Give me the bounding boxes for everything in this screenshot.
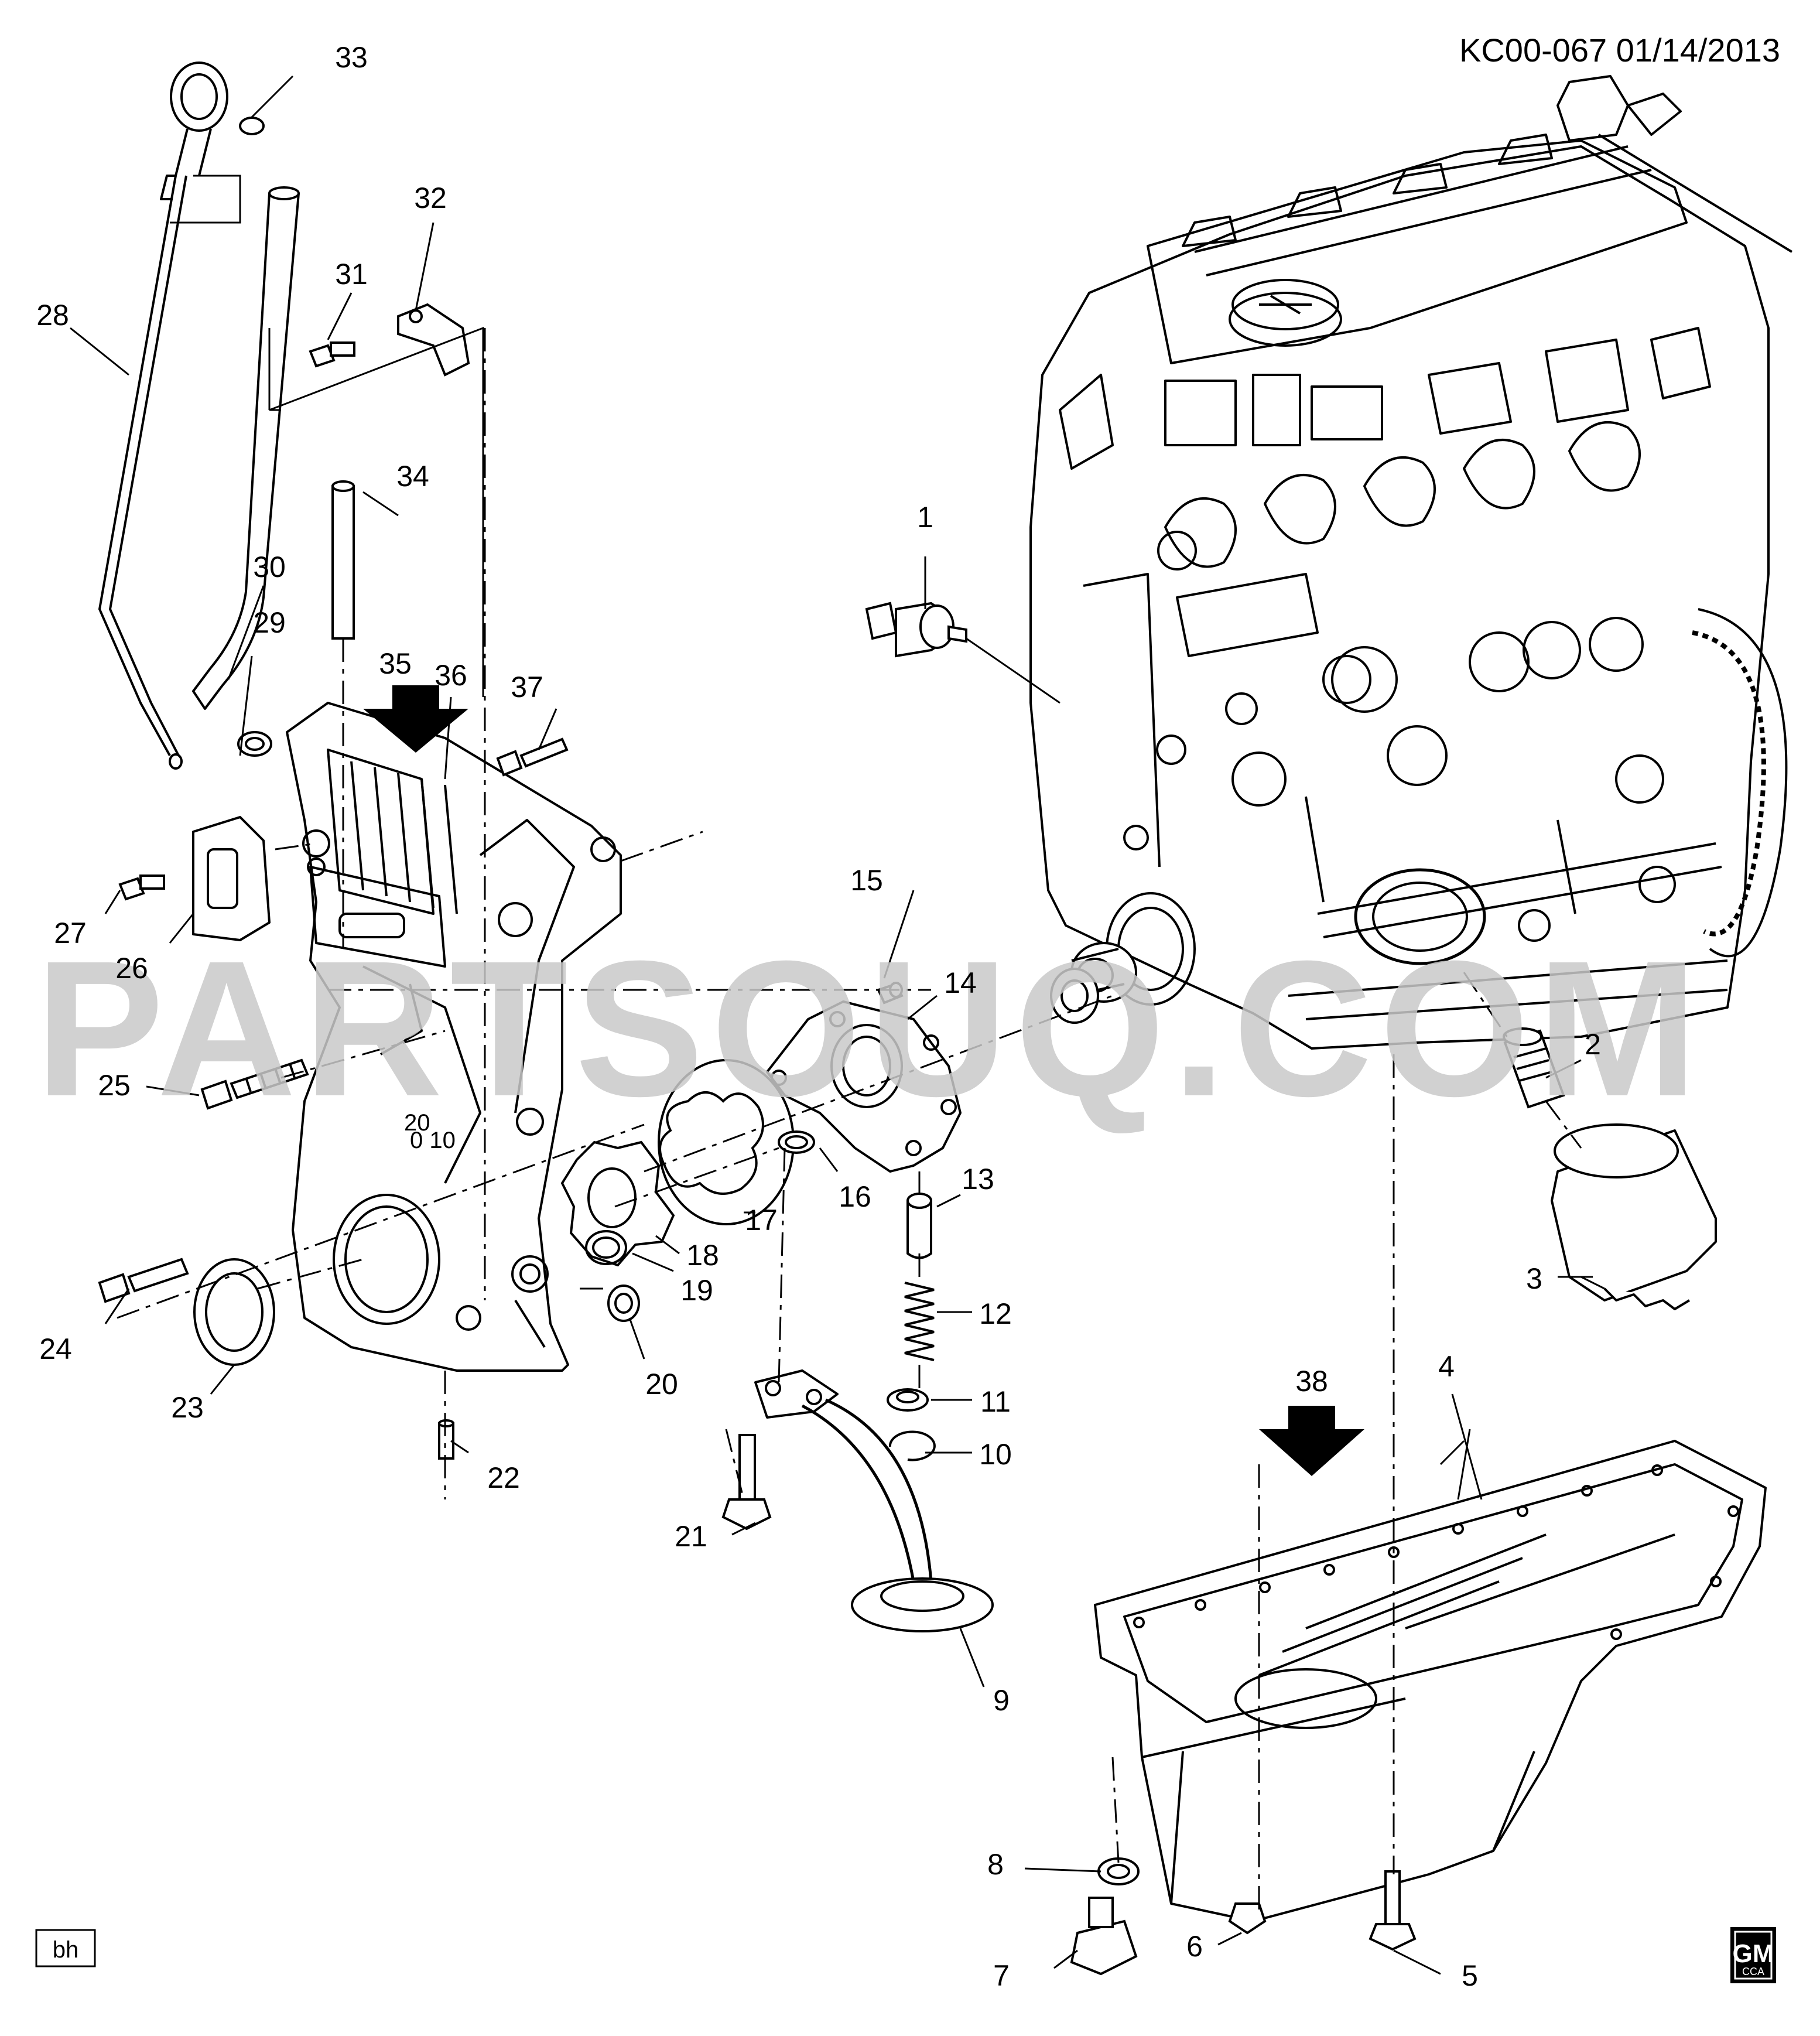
callout-10: 10 (979, 1438, 1012, 1471)
callout-9: 9 (993, 1684, 1010, 1717)
callout-37: 37 (511, 671, 543, 703)
gm-logo-brand: GM (1733, 1939, 1774, 1968)
bolt-31 (310, 343, 354, 366)
callout-8: 8 (987, 1848, 1004, 1881)
seal-ring-19 (586, 1231, 626, 1264)
artist-mark: bh (53, 1937, 79, 1963)
diagram-code-date: KC00-067 01/14/2013 (1459, 32, 1780, 69)
bolt-27 (120, 876, 164, 899)
crankshaft-front-seal (194, 1259, 274, 1365)
stud-34 (333, 481, 354, 638)
tube-bracket-32 (398, 305, 468, 375)
callout-34: 34 (396, 460, 429, 493)
drain-plug-7 (1072, 1898, 1136, 1974)
callout-38: 38 (1295, 1365, 1328, 1398)
engine-block-assembly (1031, 76, 1792, 1048)
oil-pan (1095, 1441, 1766, 1921)
callout-30: 30 (253, 551, 286, 583)
oil-pickup-tube (755, 1371, 993, 1631)
oil-pan-bolt-5 (1370, 1871, 1415, 1949)
callout-22: 22 (487, 1461, 520, 1494)
o-ring-29 (238, 732, 271, 756)
callout-16: 16 (839, 1180, 871, 1213)
front-cover: 20 0 10 (287, 703, 621, 1371)
callout-23: 23 (171, 1391, 204, 1424)
direction-arrow-35 (363, 685, 468, 753)
callout-4: 4 (1438, 1350, 1455, 1383)
crankshaft-nose (1051, 969, 1098, 1023)
bolt-37 (498, 739, 567, 775)
callout-26: 26 (115, 952, 148, 985)
bolt-24 (100, 1259, 187, 1301)
callout-5: 5 (1462, 1959, 1478, 1992)
callout-18: 18 (686, 1239, 719, 1272)
direction-arrow-38 (1259, 1406, 1364, 1476)
callout-19: 19 (680, 1274, 713, 1307)
callout-32: 32 (414, 182, 447, 214)
callout-7: 7 (993, 1959, 1010, 1992)
oil-pressure-switch (867, 603, 966, 656)
watermark-text: PARTSOUQ.COM (35, 920, 1705, 1136)
dowel-pin-22 (439, 1420, 453, 1458)
gm-logo: GM CCA (1730, 1927, 1776, 1983)
oil-pump-housing (767, 1002, 960, 1171)
artist-mark-box: bh (35, 1929, 96, 1967)
oil-filter-connector (1504, 1029, 1564, 1107)
oil-pan-nut-6 (1230, 1904, 1265, 1933)
svg-text:0 10: 0 10 (410, 1128, 456, 1153)
callout-17: 17 (745, 1204, 778, 1236)
callout-2: 2 (1585, 1028, 1601, 1061)
callout-1: 1 (917, 501, 933, 534)
o-ring-16 (779, 1132, 814, 1153)
callout-31: 31 (335, 258, 368, 291)
center-lines (117, 328, 1581, 1909)
callout-6: 6 (1186, 1930, 1203, 1963)
callout-labels: 1 2 3 4 5 6 7 8 9 10 11 12 13 14 15 16 1… (36, 41, 1601, 1992)
callout-25: 25 (98, 1069, 131, 1102)
callout-11: 11 (980, 1385, 1011, 1418)
callout-12: 12 (979, 1297, 1012, 1330)
callout-13: 13 (962, 1163, 994, 1195)
o-ring-33 (240, 118, 264, 134)
callout-24: 24 (39, 1333, 72, 1365)
oil-filter (1552, 1125, 1716, 1309)
callout-35: 35 (379, 647, 412, 680)
callout-27: 27 (54, 917, 87, 949)
callout-36: 36 (435, 659, 467, 692)
bolt-21 (723, 1435, 770, 1529)
gm-logo-sub: CCA (1742, 1966, 1764, 1977)
leader-lines (70, 76, 1605, 1974)
callout-21: 21 (675, 1520, 707, 1553)
oil-level-indicator (100, 63, 227, 768)
callout-14: 14 (944, 966, 977, 999)
callout-3: 3 (1526, 1262, 1542, 1295)
oil-pump-inner-rotor (562, 1142, 673, 1265)
callout-33: 33 (335, 41, 368, 74)
mount-bracket-26 (193, 817, 269, 940)
callout-15: 15 (850, 864, 883, 897)
callout-28: 28 (36, 299, 69, 332)
oil-level-indicator-tube (193, 187, 299, 709)
callout-20: 20 (645, 1368, 678, 1400)
relief-valve-parts (888, 1194, 935, 1460)
callout-29: 29 (253, 606, 286, 639)
cover-casting-mark: 20 (404, 1110, 430, 1136)
plug-20 (608, 1286, 639, 1321)
bolt-25 (202, 1060, 307, 1108)
